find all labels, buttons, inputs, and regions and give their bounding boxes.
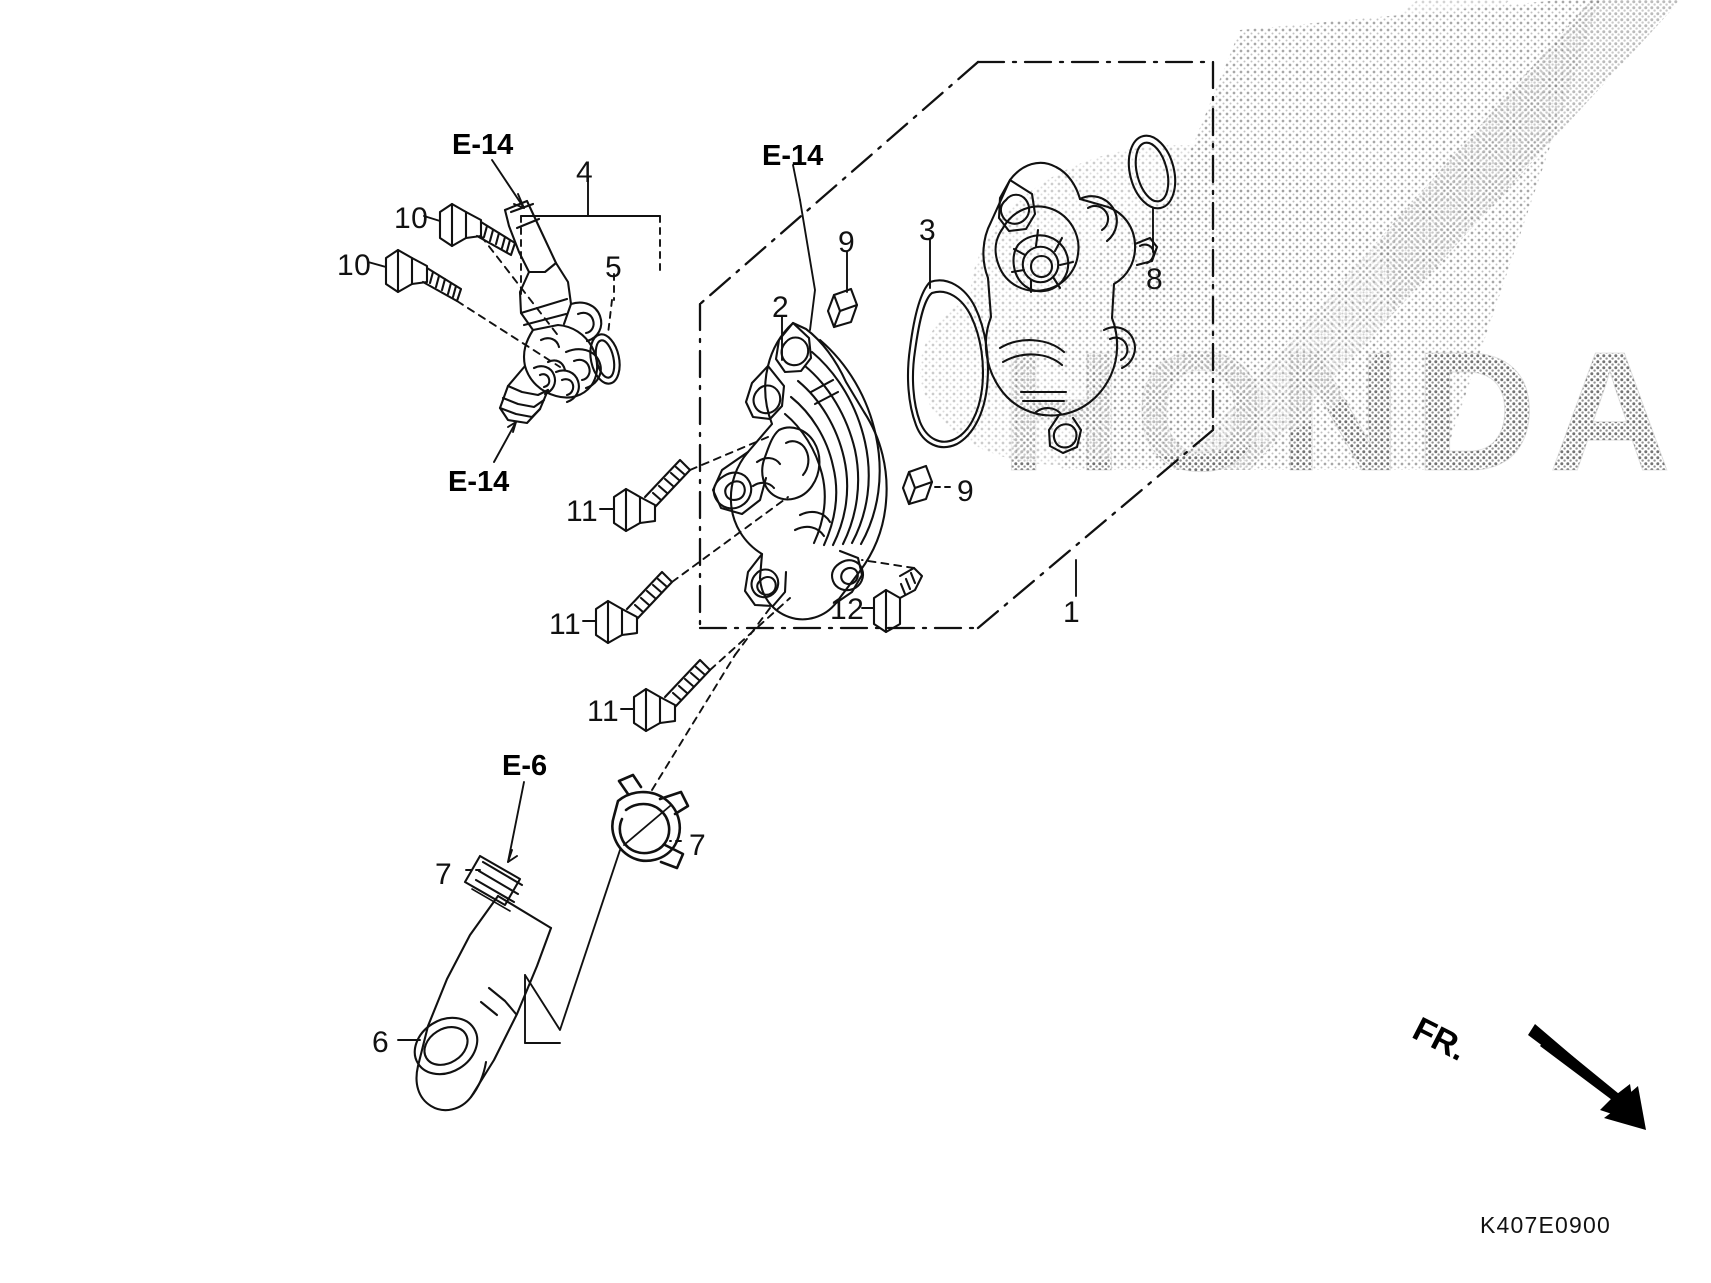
callout-number-10b: 10 [337,249,372,282]
callout-number-11a: 11 [566,495,599,528]
callout-number-12: 12 [830,593,865,626]
callout-number-7b: 7 [689,829,707,862]
leader-lines [367,159,1154,1044]
bolt-part-10-b [384,248,463,303]
pump-cover-assembly [982,161,1159,455]
reference-label-e14-center: E-14 [762,140,824,172]
callout-number-1: 1 [1063,596,1081,629]
callout-number-11c: 11 [587,695,620,728]
reference-label-e14-top: E-14 [452,129,514,161]
hose-clamp-part-7-a [463,854,524,912]
oring-part-5 [589,333,621,385]
reference-label-e6: E-6 [502,750,548,782]
callout-number-11b: 11 [549,608,582,641]
dowel-pin-part-9-b [901,464,934,506]
hose-clamp-part-7-b [611,773,690,870]
bolt-part-12 [872,566,924,634]
fr-arrow-icon [1528,1024,1646,1130]
oring-part-8 [1127,134,1177,210]
diagram-code: K407E0900 [1480,1212,1612,1238]
callout-number-9a: 9 [838,226,856,259]
callout-number-5: 5 [605,251,623,284]
callout-number-7a: 7 [435,858,453,891]
reference-label-e14-bottom: E-14 [448,466,510,498]
callout-number-9b: 9 [957,475,975,508]
assembly-boundary-1 [698,60,1215,630]
bolt-part-11-a [612,458,692,533]
callout-number-4: 4 [576,156,594,189]
water-pump-body-part-2 [711,321,888,621]
bolt-part-10-a [438,202,517,257]
bolt-part-11-b [594,570,674,645]
callout-number-2: 2 [772,291,790,324]
callout-number-3: 3 [919,214,937,247]
callout-number-10a: 10 [394,202,429,235]
callout-number-6: 6 [372,1026,390,1059]
callout-number-8: 8 [1146,263,1164,296]
gasket-part-3 [906,279,990,449]
bolt-part-11-c [632,658,712,733]
dowel-pin-part-9-a [826,287,859,329]
